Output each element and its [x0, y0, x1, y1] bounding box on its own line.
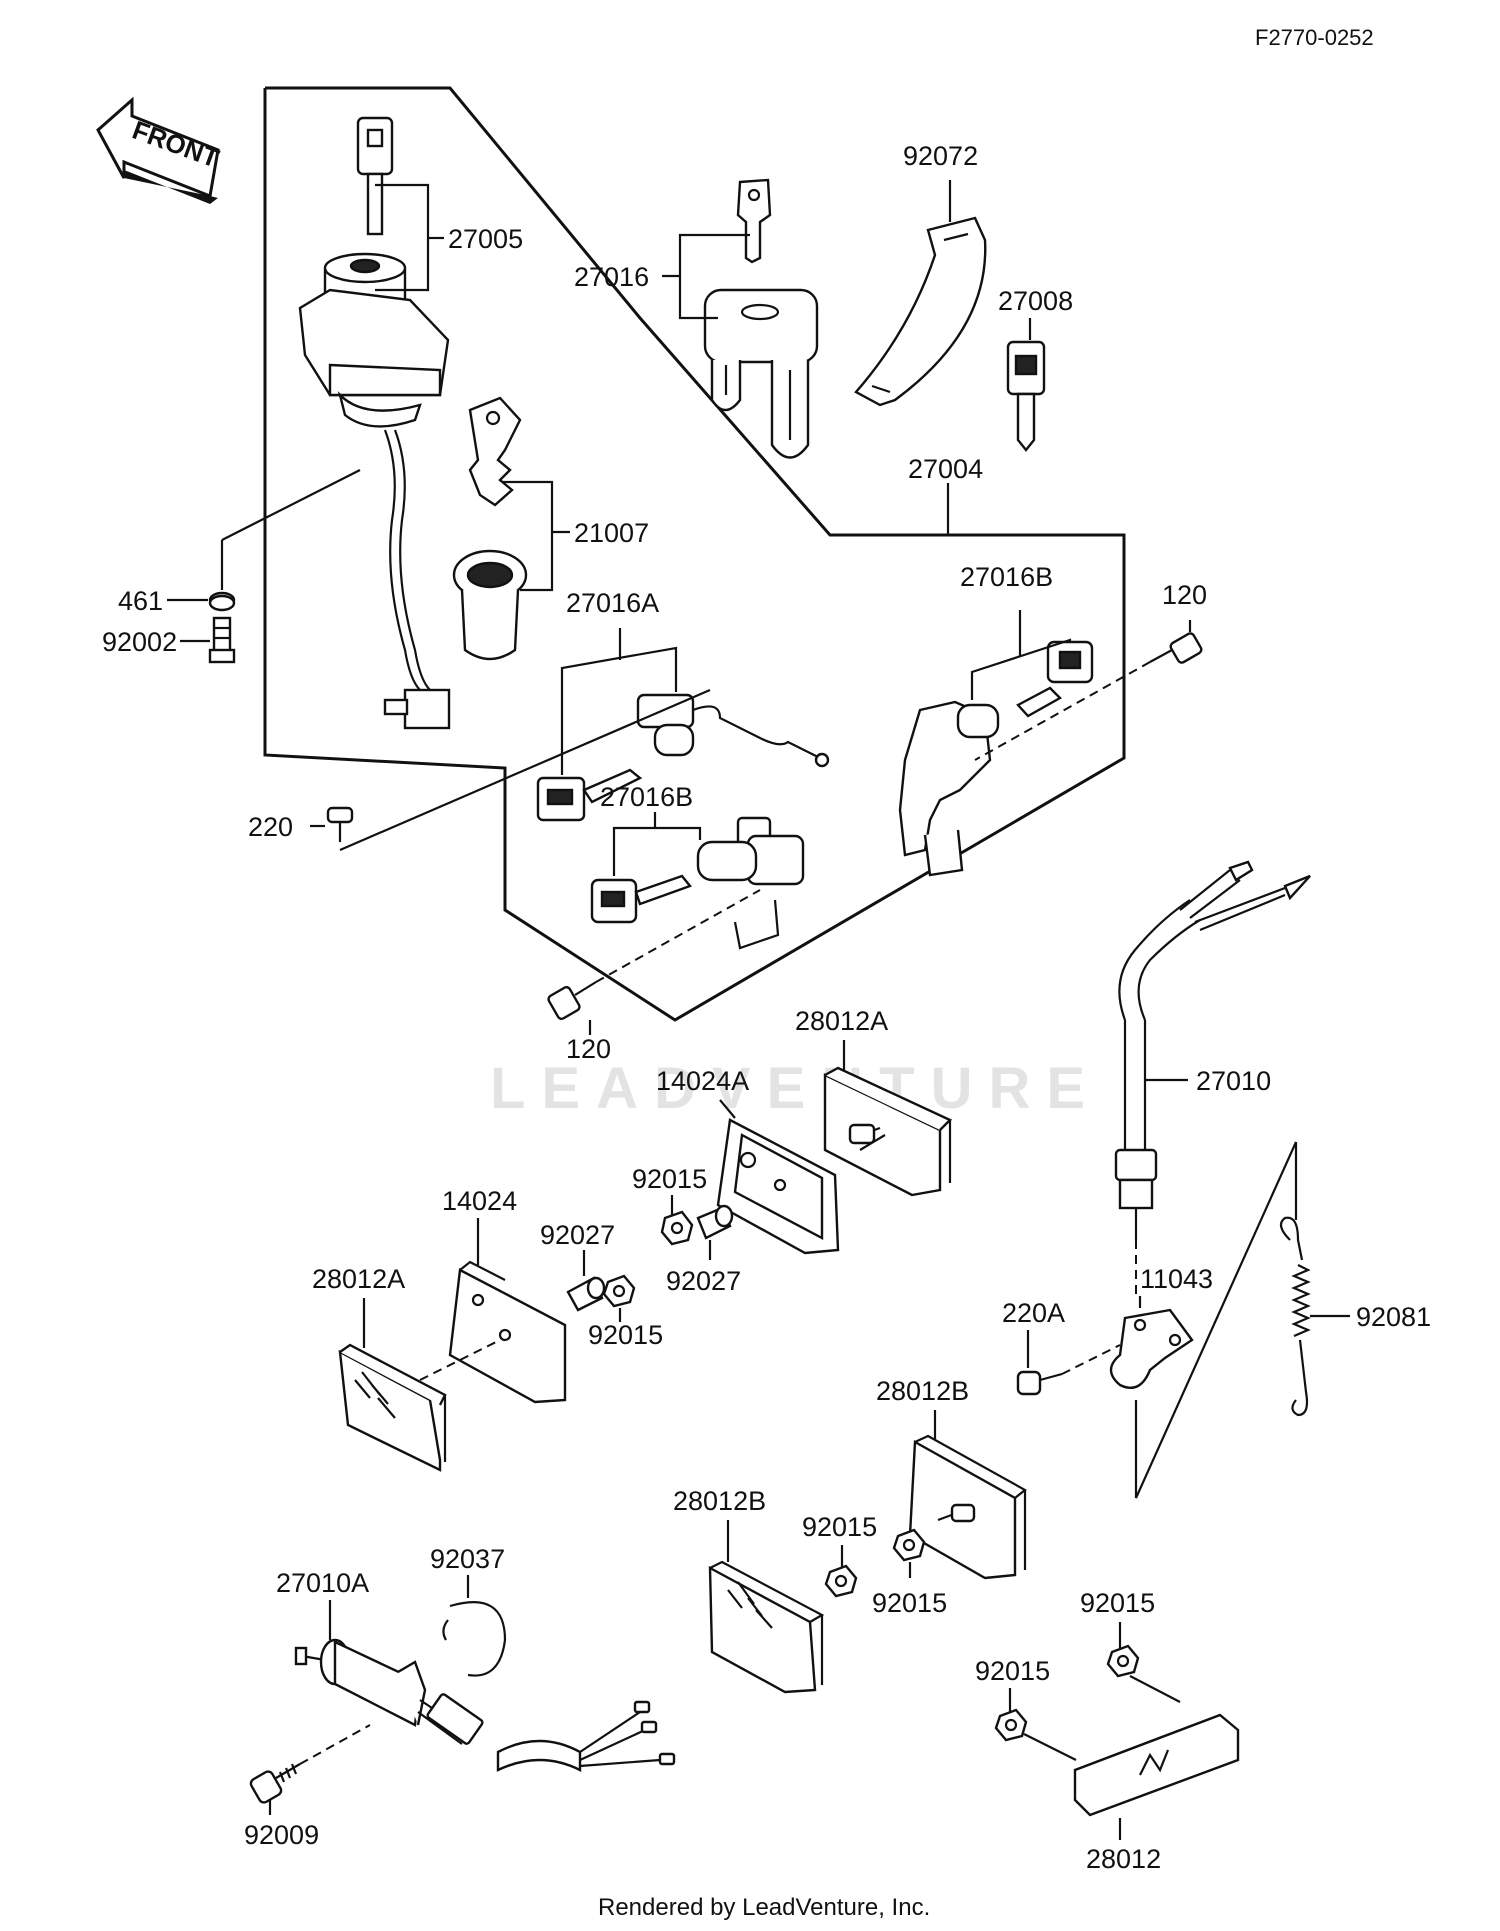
label-220: 220	[248, 812, 293, 842]
label-92015-c: 92015	[802, 1512, 877, 1542]
ignition-switch	[298, 116, 451, 730]
label-14024: 14024	[442, 1186, 517, 1216]
washer-461	[208, 591, 236, 612]
spacer-92027-b	[566, 1276, 606, 1312]
spring-92081	[1279, 1216, 1311, 1417]
spring-bracket-lines	[1134, 1141, 1298, 1499]
label-11043: 11043	[1140, 1264, 1213, 1294]
front-label: FRONT	[129, 115, 224, 174]
label-27016B-top: 27016B	[960, 562, 1053, 592]
lock-27016A	[636, 693, 830, 768]
key-27008	[1006, 340, 1046, 452]
label-92037: 92037	[430, 1544, 505, 1574]
watermark: LEADVENTURE	[490, 1056, 1101, 1121]
label-28012B-left: 28012B	[673, 1486, 766, 1516]
key-27016B-top	[1016, 640, 1094, 718]
label-21007: 21007	[574, 518, 649, 548]
seat-lock-27016	[703, 288, 819, 459]
nut-92015-f	[994, 1708, 1028, 1742]
key-27016	[736, 178, 772, 264]
lock-cylinder-21007	[452, 549, 528, 661]
nut-92015-c	[824, 1564, 858, 1598]
lock-27016B-mid	[696, 816, 805, 950]
label-92015-f: 92015	[975, 1656, 1050, 1686]
label-92081: 92081	[1356, 1302, 1431, 1332]
screw-92009	[249, 1763, 301, 1804]
bolt-92002	[208, 616, 236, 664]
label-28012: 28012	[1086, 1844, 1161, 1874]
key-27016B-mid	[590, 874, 692, 924]
screw-120-right	[1149, 632, 1203, 664]
label-27005: 27005	[448, 224, 523, 254]
label-27016A: 27016A	[566, 588, 659, 618]
label-14024A: 14024A	[656, 1066, 749, 1096]
leader-27016B-mid	[612, 826, 702, 876]
nut-92015-e	[1106, 1644, 1140, 1678]
label-92027-b: 92027	[540, 1220, 615, 1250]
screw-120-bottom	[547, 981, 597, 1020]
leader-220	[339, 688, 711, 852]
label-92015-a: 92015	[632, 1164, 707, 1194]
reflector-28012	[1073, 1713, 1240, 1817]
label-27010A: 27010A	[276, 1568, 369, 1598]
label-92072: 92072	[903, 141, 978, 171]
holder-14024A	[716, 1118, 881, 1255]
label-27010: 27010	[1196, 1066, 1271, 1096]
label-28012B-right: 28012B	[876, 1376, 969, 1406]
label-220A: 220A	[1002, 1298, 1065, 1328]
label-92015-d: 92015	[872, 1588, 947, 1618]
label-92027-a: 92027	[666, 1266, 741, 1296]
reflector-28012A-left	[338, 1343, 447, 1472]
clamp-92037	[442, 1601, 507, 1677]
leader-21007	[503, 480, 554, 592]
diagram-code: F2770-0252	[1255, 25, 1374, 50]
nut-92015-d	[892, 1528, 926, 1562]
label-28012A-top: 28012A	[795, 1006, 888, 1036]
key-21007	[468, 396, 522, 507]
reflector-28012B-right	[908, 1434, 1027, 1580]
lock-27016B-top	[898, 700, 1000, 877]
holder-14024	[448, 1260, 567, 1404]
label-92002: 92002	[102, 627, 177, 657]
label-92009: 92009	[244, 1820, 319, 1850]
label-27016: 27016	[574, 262, 649, 292]
reflector-28012B-left	[708, 1560, 825, 1694]
screw-220A	[1016, 1370, 1063, 1396]
group-outline-ignition	[263, 86, 1126, 1022]
label-27008: 27008	[998, 286, 1073, 316]
key-27016A	[536, 768, 643, 822]
switch-27010A	[294, 1638, 676, 1772]
label-120-bottom: 120	[566, 1034, 611, 1064]
screw-220	[326, 806, 354, 842]
label-92015-b: 92015	[588, 1320, 663, 1350]
nut-92015-a	[660, 1210, 694, 1246]
front-arrow-icon: FRONT	[96, 96, 224, 204]
leader-14024A	[719, 1099, 736, 1119]
nut-92015-b	[602, 1274, 636, 1308]
label-120-right: 120	[1162, 580, 1207, 610]
reflector-28012A-top	[823, 1066, 953, 1197]
label-27004: 27004	[908, 454, 983, 484]
strap-92072	[854, 216, 987, 407]
leader-ignition-mount	[221, 469, 361, 541]
label-27016B-mid: 27016B	[600, 782, 693, 812]
spacer-92027-a	[696, 1204, 734, 1240]
footer-credit: Rendered by LeadVenture, Inc.	[598, 1894, 930, 1921]
label-461: 461	[118, 586, 163, 616]
bracket-11043	[1109, 1308, 1194, 1390]
label-28012A-left: 28012A	[312, 1264, 405, 1294]
switch-27010	[1114, 860, 1311, 1240]
label-92015-e: 92015	[1080, 1588, 1155, 1618]
